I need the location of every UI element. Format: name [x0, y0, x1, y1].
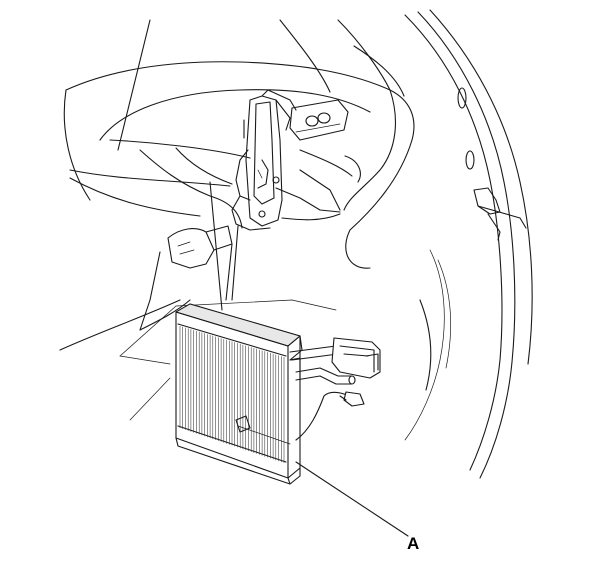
callout-A-label: A — [407, 534, 419, 553]
dashboard-panel — [63, 19, 415, 269]
door-frame — [404, 9, 533, 479]
refrigerant-lines — [289, 337, 381, 385]
floor-console — [59, 147, 341, 351]
floor-plane — [119, 299, 337, 421]
callout-A: A — [295, 461, 419, 553]
thermistor-wire — [295, 391, 365, 441]
dash-vent — [289, 99, 349, 141]
heater-bracket — [231, 89, 297, 231]
evaporator-core — [175, 303, 303, 485]
